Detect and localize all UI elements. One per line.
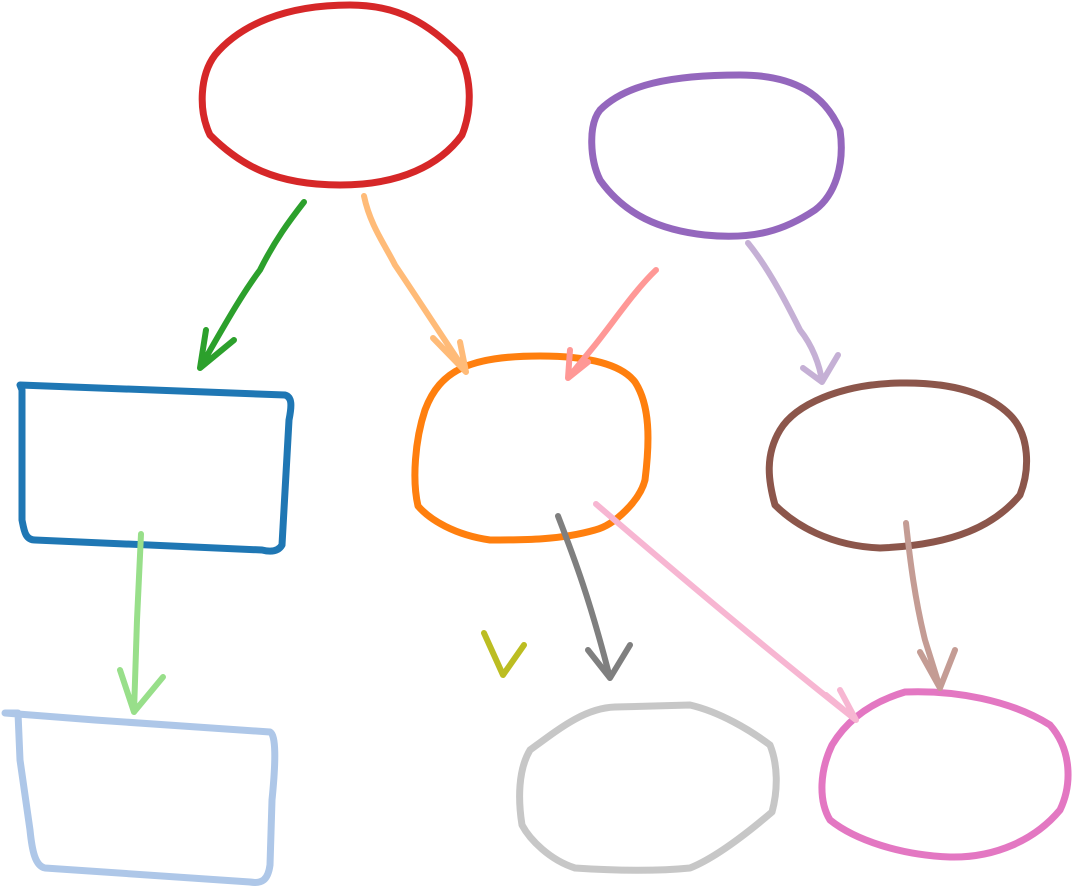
lightpink-arrow-edge [593,501,859,723]
lightorange-arrow-edge [361,193,469,375]
gray-ellipse-node [516,701,780,874]
purple-ellipse-node [588,71,845,240]
green-arrow-edge [197,199,307,371]
blue-rectangle-node [16,381,295,555]
lightgreen-arrow-edge [117,531,166,715]
pink-ellipse-node [818,688,1072,861]
olive-checkmark-mark [481,630,527,678]
lightblue-rectangle-node [1,709,279,886]
red-ellipse-node [198,1,473,189]
darkgray-arrow-edge [555,513,633,681]
orange-ellipse-node [411,352,652,544]
brown-ellipse-node [765,379,1031,552]
salmon-arrow-edge [565,267,659,381]
tan-arrow-edge [903,520,958,691]
lavender-arrow-edge [745,240,841,385]
